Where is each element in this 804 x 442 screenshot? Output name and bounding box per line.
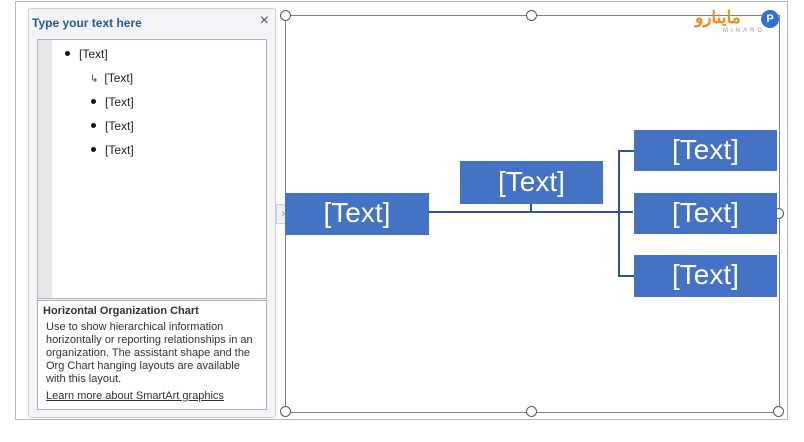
list-item[interactable]: [Text]: [91, 118, 134, 134]
org-child-box[interactable]: [Text]: [634, 255, 777, 297]
resize-handle-top-center[interactable]: [526, 10, 537, 21]
connector-assistant-vertical: [530, 204, 532, 212]
assistant-arrow-icon: ↳: [90, 74, 99, 85]
list-item-assistant[interactable]: ↳[Text]: [90, 70, 133, 86]
close-icon[interactable]: ×: [259, 12, 269, 29]
org-child-box[interactable]: [Text]: [634, 193, 777, 234]
bullet-icon: [91, 123, 96, 129]
logo-subtext: MINARO: [723, 28, 765, 34]
list-item[interactable]: [Text]: [91, 142, 134, 158]
brand-logo: ماینارو MINARO P: [695, 8, 785, 38]
bullet-icon: [91, 147, 96, 153]
connector-children-vertical: [618, 150, 620, 277]
resize-handle-bottom-right[interactable]: [773, 406, 784, 417]
layout-description-text: Use to show hierarchical information hor…: [46, 321, 253, 385]
org-root-box[interactable]: [Text]: [285, 193, 429, 235]
list-item[interactable]: [Text]: [91, 94, 134, 110]
layout-name: Horizontal Organization Chart: [43, 305, 199, 317]
bullet-icon: [91, 99, 96, 105]
list-item[interactable]: [Text]: [65, 46, 108, 62]
org-child-box[interactable]: [Text]: [634, 130, 777, 171]
resize-handle-bottom-center[interactable]: [526, 406, 537, 417]
resize-handle-bottom-left[interactable]: [280, 406, 291, 417]
learn-more-link[interactable]: Learn more about SmartArt graphics: [46, 390, 224, 402]
logo-text: ماینارو: [695, 8, 741, 27]
logo-icon: P: [761, 10, 779, 28]
resize-handle-top-left[interactable]: [280, 10, 291, 21]
connector-child-1: [618, 150, 634, 152]
text-pane-title: Type your text here: [32, 16, 142, 30]
connector-root-horizontal: [429, 211, 633, 213]
editor-gutter: [38, 40, 52, 298]
text-pane: Type your text here × [Text] ↳[Text] [Te…: [28, 8, 276, 418]
layout-description: Horizontal Organization Chart Use to sho…: [37, 300, 267, 410]
connector-child-3: [618, 275, 634, 277]
bullet-icon: [65, 51, 70, 57]
bullet-list-editor[interactable]: [Text] ↳[Text] [Text] [Text] [Text]: [37, 39, 267, 299]
org-assistant-box[interactable]: [Text]: [460, 161, 603, 204]
